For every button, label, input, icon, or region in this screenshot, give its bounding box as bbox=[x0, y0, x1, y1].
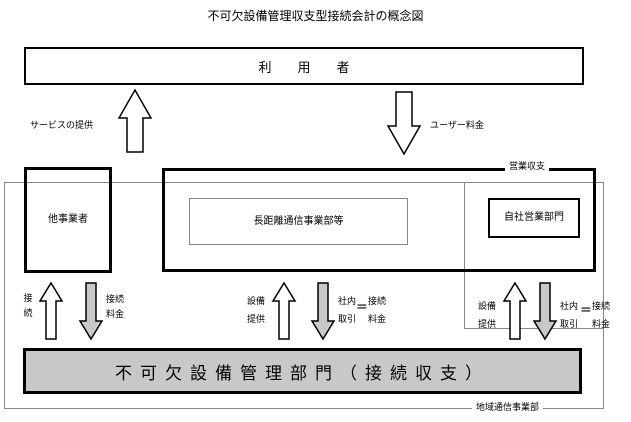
connection-fee-label: 接続 料金 bbox=[106, 295, 125, 320]
essential-label: 不可欠設備管理部門（接続収支） bbox=[115, 363, 490, 384]
connection-fee-arrow-down bbox=[78, 282, 104, 341]
equals-sign-3: = bbox=[580, 302, 592, 318]
connection-arrow-up bbox=[38, 281, 64, 340]
equals-sign-2: = bbox=[356, 299, 368, 315]
connection-fee-label-3: 接続 料金 bbox=[592, 302, 611, 330]
own-sales-label: 自社営業部門 bbox=[504, 212, 564, 223]
long-distance-label: 長距離通信事業部等 bbox=[253, 215, 344, 227]
service-arrow bbox=[117, 88, 153, 153]
connection-label: 接 続 bbox=[23, 294, 33, 319]
service-label: サービスの提供 bbox=[30, 121, 94, 131]
facility-arrow-up-3 bbox=[502, 281, 528, 340]
internal-arrow-down-3 bbox=[532, 282, 558, 341]
diagram-title: 不可欠設備管理収支型接続会計の概念図 bbox=[207, 9, 424, 23]
other-carrier-box: 他事業者 bbox=[24, 167, 112, 273]
long-distance-box: 長距離通信事業部等 bbox=[189, 198, 408, 245]
facility-provision-label-2: 設備 提供 bbox=[247, 297, 266, 325]
users-box: 利 用 者 bbox=[24, 47, 584, 85]
regional-outline bbox=[4, 182, 604, 409]
users-label: 利 用 者 bbox=[258, 60, 350, 76]
user-fee-arrow bbox=[386, 91, 422, 156]
regional-label: 地域通信事業部 bbox=[472, 404, 544, 413]
regional-inner-top bbox=[464, 182, 604, 329]
sales-label: 営業収支 bbox=[505, 163, 550, 172]
facility-arrow-up-2 bbox=[271, 281, 297, 340]
user-fee-label: ユーザー料金 bbox=[430, 121, 484, 131]
sales-box bbox=[162, 168, 596, 272]
other-carrier-label: 他事業者 bbox=[48, 214, 88, 225]
internal-transaction-label-2: 社内 取引 bbox=[338, 297, 357, 325]
connection-fee-label-2: 接続 料金 bbox=[368, 297, 387, 325]
internal-arrow-down-2 bbox=[310, 282, 336, 341]
internal-transaction-label-3: 社内 取引 bbox=[560, 302, 579, 330]
own-sales-box: 自社営業部門 bbox=[488, 198, 580, 238]
essential-box: 不可欠設備管理部門（接続収支） bbox=[23, 348, 582, 394]
facility-provision-label-3: 設備 提供 bbox=[478, 302, 497, 330]
